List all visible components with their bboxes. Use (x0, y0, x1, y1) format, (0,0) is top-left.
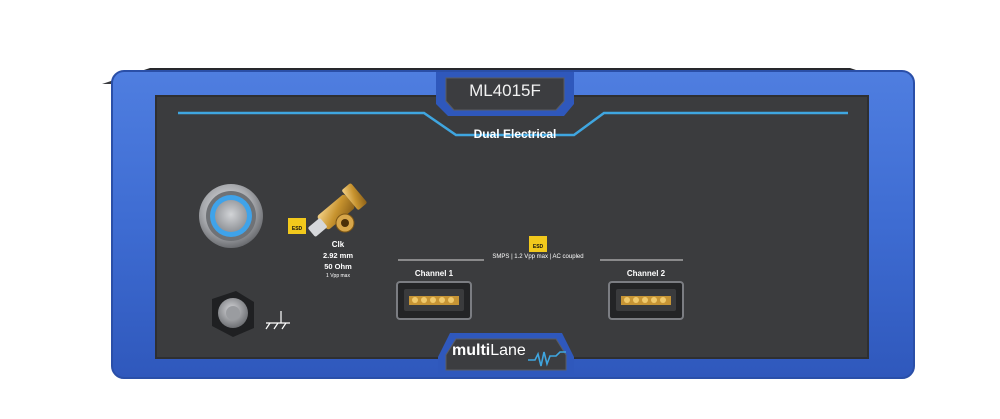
channel-2-label: Channel 2 (626, 269, 666, 278)
channel-2-connector[interactable] (609, 282, 683, 319)
model-name: ML4015F (469, 81, 541, 100)
ground-terminal (212, 291, 254, 337)
clock-max-voltage: 1 Vpp max (326, 273, 350, 279)
brand-prefix: multi (452, 342, 491, 359)
clock-label: Clk (331, 240, 345, 249)
channel-1-label: Channel 1 (414, 269, 454, 278)
brand-logo: multiLane (452, 342, 532, 362)
signal-spec-note: SMPS | 1.2 Vpp max | AC coupled (492, 254, 584, 260)
clock-impedance: 50 Ohm (324, 262, 352, 271)
power-button[interactable] (199, 184, 263, 248)
device-subtitle: Dual Electrical (473, 127, 557, 141)
brand-suffix: Lane (490, 342, 526, 359)
clock-connector[interactable] (306, 190, 362, 238)
clock-connector-type: 2.92 mm (322, 251, 354, 260)
ground-symbol-icon (264, 309, 292, 331)
channel-1-connector[interactable] (397, 282, 471, 319)
esd-warning-icon: ESD (532, 244, 544, 250)
esd-warning-icon: ESD (291, 226, 303, 232)
